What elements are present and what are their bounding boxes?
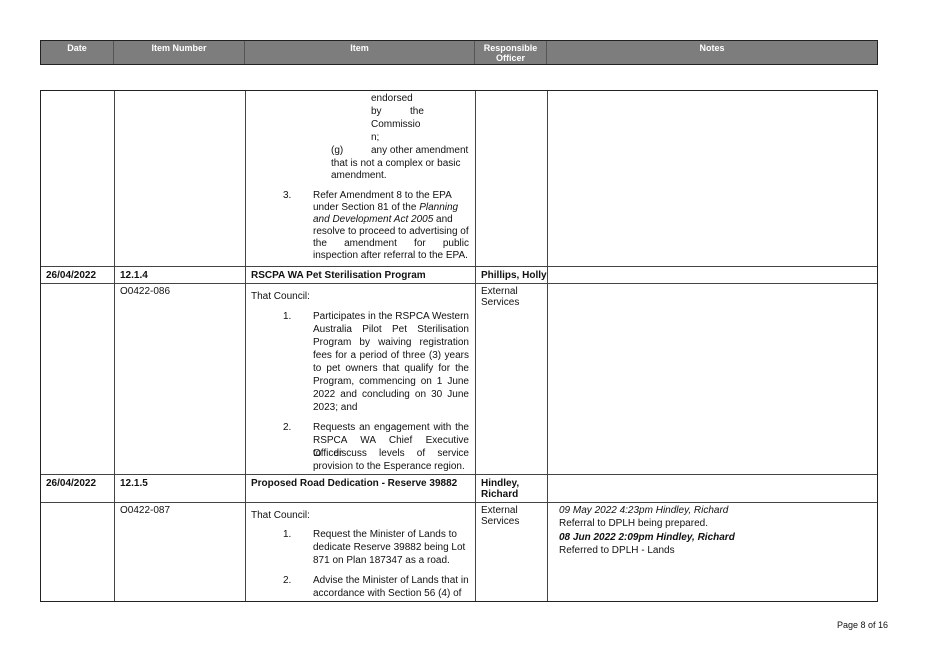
continued-line: endorsed bbox=[371, 93, 413, 104]
table-header: Date Item Number Item Responsible Office… bbox=[40, 40, 878, 65]
header-item: Item bbox=[245, 41, 475, 64]
resolution-line: to discuss levels of service bbox=[313, 448, 469, 459]
item3-line: and Development Act 2005 and bbox=[313, 214, 453, 225]
resolution-number: 1. bbox=[283, 529, 292, 540]
row-date: 26/04/2022 bbox=[46, 478, 97, 489]
subitem-g-text: that is not a complex or basic bbox=[331, 158, 461, 169]
row-department: External bbox=[481, 286, 518, 297]
item3-line: Refer Amendment 8 to the EPA bbox=[313, 190, 452, 201]
resolution-line: Requests an engagement with the bbox=[313, 422, 469, 433]
item3-line: resolve to proceed to advertising of bbox=[313, 226, 469, 237]
note-entry-text: Referral to DPLH being prepared. bbox=[559, 518, 708, 529]
resolution-line: fees for a period of three (3) years bbox=[313, 350, 469, 361]
row-divider bbox=[41, 266, 877, 267]
subitem-g-text: any other amendment bbox=[371, 145, 469, 156]
resolution-number: 2. bbox=[283, 575, 292, 586]
header-notes: Notes bbox=[699, 43, 725, 53]
resolution-line: 2022 and concluding on 30 June bbox=[313, 389, 469, 400]
resolution-line: to pet owners that qualify for the bbox=[313, 363, 469, 374]
resolution-line: accordance with Section 56 (4) of bbox=[313, 588, 462, 599]
row-date: 26/04/2022 bbox=[46, 270, 97, 281]
resolution-line: 871 on Plan 187347 as a road. bbox=[313, 555, 450, 566]
row-officer: Richard bbox=[481, 489, 519, 500]
column-divider bbox=[475, 91, 476, 601]
item3-number: 3. bbox=[283, 190, 292, 201]
item3-line: under Section 81 of the Planning bbox=[313, 202, 459, 213]
note-entry-header: 08 Jun 2022 2:09pm Hindley, Richard bbox=[559, 532, 735, 543]
header-item-number: Item Number bbox=[114, 41, 245, 64]
continued-line: n; bbox=[371, 132, 380, 143]
continued-line: by bbox=[371, 106, 382, 117]
resolution-line: Request the Minister of Lands to bbox=[313, 529, 457, 540]
row-department: Services bbox=[481, 516, 520, 527]
continued-line: Commissio bbox=[371, 119, 421, 130]
row-title: RSCPA WA Pet Sterilisation Program bbox=[251, 270, 426, 281]
column-divider bbox=[114, 91, 115, 601]
resolution-line: 2023; and bbox=[313, 402, 358, 413]
resolution-number: 2. bbox=[283, 422, 292, 433]
header-date: Date bbox=[41, 41, 114, 64]
resolution-line: Program by waiving registration bbox=[313, 337, 469, 348]
row-divider bbox=[41, 474, 877, 475]
resolution-line: Australia Pilot Pet Sterilisation bbox=[313, 324, 469, 335]
subitem-g-label: (g) bbox=[331, 145, 344, 156]
row-item-number: 12.1.4 bbox=[120, 270, 148, 281]
resolution-line: Participates in the RSPCA Western bbox=[313, 311, 469, 322]
resolution-line: Advise the Minister of Lands that in bbox=[313, 575, 469, 586]
resolution-intro: That Council: bbox=[251, 291, 310, 302]
row-divider bbox=[41, 502, 877, 503]
continued-line: the bbox=[410, 106, 424, 117]
resolution-line: Program, commencing on 1 June bbox=[313, 376, 469, 387]
row-officer: Hindley, bbox=[481, 478, 520, 489]
item3-line: inspection after referral to the EPA. bbox=[313, 250, 468, 261]
column-divider bbox=[245, 91, 246, 601]
header-responsible-officer: Responsible Officer bbox=[475, 41, 547, 64]
note-entry-header: 09 May 2022 4:23pm Hindley, Richard bbox=[559, 505, 729, 516]
subitem-g-text: amendment. bbox=[331, 170, 387, 181]
row-reference: O0422-087 bbox=[120, 505, 171, 516]
note-entry-text: Referred to DPLH - Lands bbox=[559, 545, 675, 556]
resolution-intro: That Council: bbox=[251, 510, 310, 521]
item3-line: the amendment for public bbox=[313, 238, 469, 249]
row-department: Services bbox=[481, 297, 520, 308]
resolution-line: RSPCA WA Chief Executive Officer bbox=[313, 435, 469, 459]
resolution-line: provision to the Esperance region. bbox=[313, 461, 465, 472]
column-divider bbox=[547, 91, 548, 601]
row-divider bbox=[41, 283, 877, 284]
row-officer: Phillips, Holly bbox=[481, 270, 547, 281]
page-number: Page 8 of 16 bbox=[836, 620, 888, 630]
table-body bbox=[40, 90, 878, 602]
row-reference: O0422-086 bbox=[120, 286, 171, 297]
resolution-number: 1. bbox=[283, 311, 292, 322]
resolution-line: dedicate Reserve 39882 being Lot bbox=[313, 542, 466, 553]
row-title: Proposed Road Dedication - Reserve 39882 bbox=[251, 478, 458, 489]
row-department: External bbox=[481, 505, 518, 516]
row-item-number: 12.1.5 bbox=[120, 478, 148, 489]
